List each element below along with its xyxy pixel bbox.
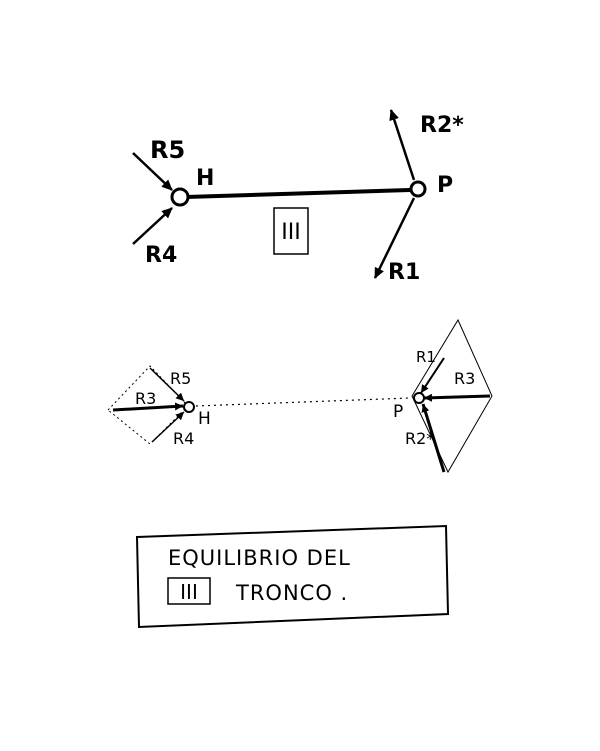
top-diagram: H P III R5 R4 R2* R1: [132, 109, 464, 285]
right-r3-arrow: [423, 393, 491, 402]
left-node-label: H: [198, 409, 211, 429]
force-r2-label: R2*: [420, 113, 464, 138]
right-force-parallelogram: [411, 318, 493, 474]
left-node-circle: [183, 401, 195, 413]
beam-label: III: [281, 220, 300, 245]
caption-border: [135, 524, 450, 629]
right-r2-label: R2*: [405, 429, 434, 448]
node-p-label: P: [437, 173, 453, 198]
beam-line: [185, 188, 411, 199]
caption-roman: III: [180, 580, 198, 604]
caption-roman-box: [167, 577, 211, 605]
caption-line2: TRONCO .: [235, 581, 348, 605]
force-r1-arrow: [373, 197, 416, 279]
caption-box: EQUILIBRIO DEL III TRONCO .: [135, 524, 450, 629]
left-r3-arrow: [112, 402, 184, 412]
right-node-label: P: [393, 402, 403, 422]
force-r4-arrow: [132, 207, 173, 245]
left-r4-arrow: [151, 411, 185, 443]
force-r5-arrow: [132, 152, 173, 191]
node-h-label: H: [196, 166, 214, 191]
left-r5-label: R5: [170, 369, 191, 388]
right-node-circle: [413, 392, 425, 404]
dotted-connection: [195, 397, 411, 407]
right-r1-label: R1: [416, 348, 436, 366]
right-r1-arrow: [420, 357, 445, 394]
right-r3-label: R3: [454, 369, 475, 388]
force-r5-label: R5: [150, 136, 185, 164]
node-p-circle: [409, 180, 427, 198]
bottom-diagram: H R5 R3 R4 P R1 R3 R2*: [107, 318, 493, 474]
left-r4-label: R4: [173, 429, 194, 448]
beam-label-box: [273, 207, 309, 255]
node-h-circle: [170, 187, 190, 207]
left-r5-arrow: [149, 367, 185, 402]
force-r4-label: R4: [145, 243, 177, 268]
caption-line1: EQUILIBRIO DEL: [168, 546, 351, 570]
right-r2-arrow: [421, 403, 446, 473]
force-r1-label: R1: [388, 260, 420, 285]
force-r2-arrow: [389, 109, 416, 181]
left-r3-label: R3: [135, 389, 156, 408]
